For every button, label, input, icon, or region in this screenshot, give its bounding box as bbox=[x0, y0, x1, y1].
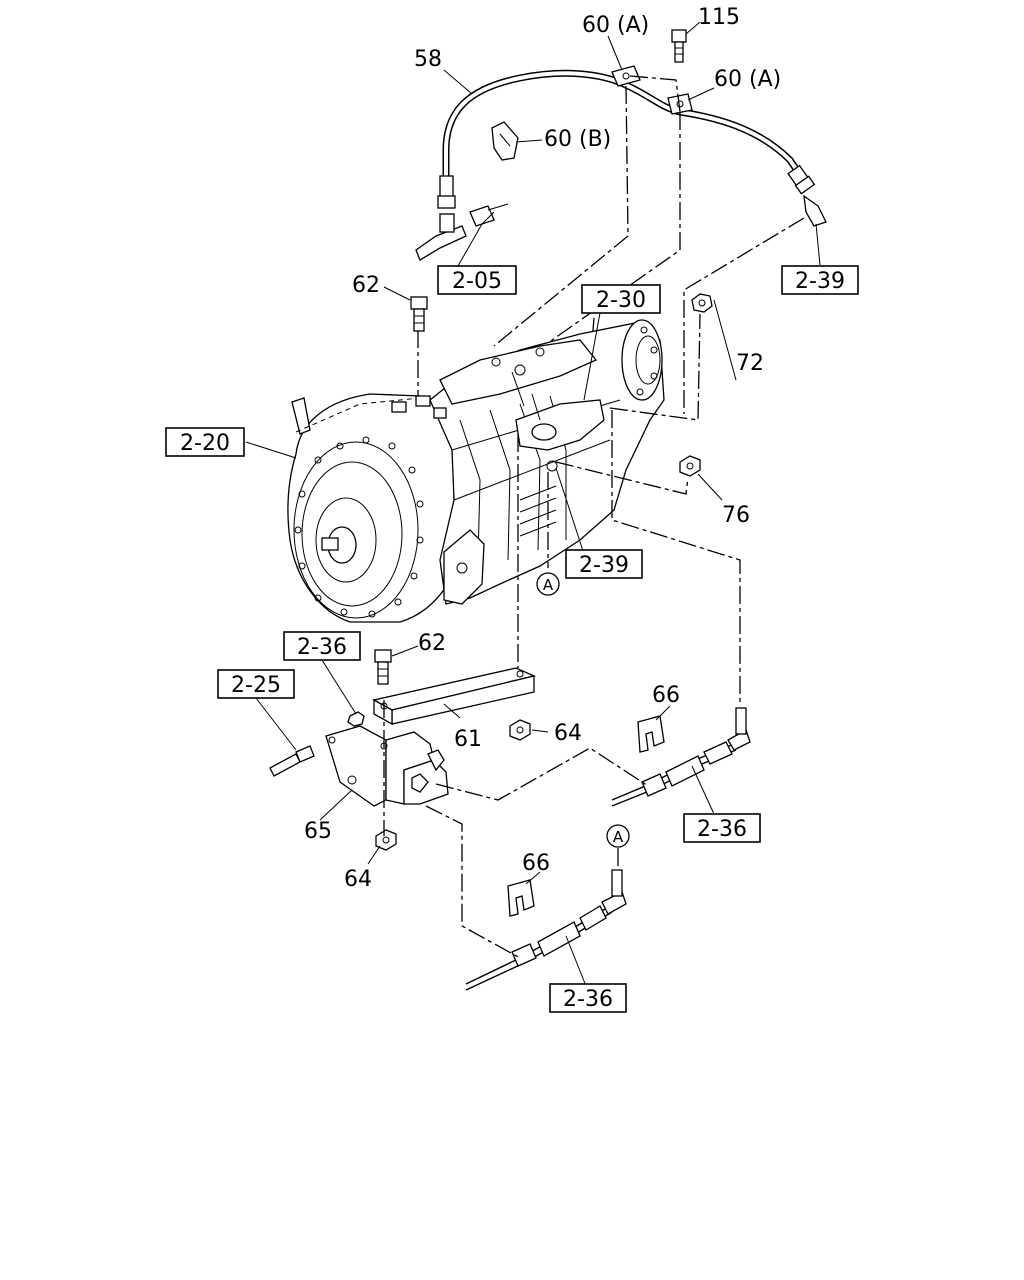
nut-72 bbox=[691, 293, 713, 313]
transmission-assembly bbox=[287, 319, 665, 623]
marker-a-lower-label: A bbox=[613, 828, 624, 846]
nut-76 bbox=[679, 455, 701, 477]
ref-box-2-20: 2-20 bbox=[165, 427, 245, 457]
ref-2-20-label: 2-20 bbox=[180, 431, 230, 456]
ref-box-2-05: 2-05 bbox=[437, 265, 517, 295]
ref-2-39-mid-label: 2-39 bbox=[579, 553, 629, 578]
ref-2-05-label: 2-05 bbox=[452, 269, 502, 294]
tee-fitting bbox=[415, 203, 509, 261]
ref-2-25-label: 2-25 bbox=[231, 673, 281, 698]
ref-2-39-top-label: 2-39 bbox=[795, 269, 845, 294]
ref-box-2-36-bottom: 2-36 bbox=[549, 983, 627, 1013]
callout-66-bottom: 66 bbox=[522, 851, 550, 876]
callout-60a-right: 60 (A) bbox=[714, 67, 781, 92]
cable-lower bbox=[465, 869, 627, 991]
callout-64-right: 64 bbox=[554, 721, 582, 746]
clip-66-right bbox=[637, 715, 665, 753]
callout-60a-left: 60 (A) bbox=[582, 13, 649, 38]
washer-2-36 bbox=[347, 711, 365, 727]
callout-62-top: 62 bbox=[352, 273, 380, 298]
ref-box-2-36-right: 2-36 bbox=[683, 813, 761, 843]
callout-61: 61 bbox=[454, 727, 482, 752]
bolt-62-bottom bbox=[374, 649, 392, 685]
bell-bolts bbox=[294, 436, 424, 618]
marker-a-upper-label: A bbox=[543, 576, 554, 594]
bolt-115 bbox=[671, 29, 687, 63]
callout-58: 58 bbox=[414, 47, 442, 72]
ref-box-2-30: 2-30 bbox=[581, 284, 661, 314]
marker-a-upper: A bbox=[536, 572, 560, 596]
callout-76: 76 bbox=[722, 503, 750, 528]
nut-64-right bbox=[509, 719, 531, 741]
ref-box-2-39-mid: 2-39 bbox=[565, 549, 643, 579]
callout-66-right: 66 bbox=[652, 683, 680, 708]
bracket-bar-61 bbox=[372, 667, 537, 726]
ref-box-2-25: 2-25 bbox=[217, 669, 295, 699]
bracket-65 bbox=[325, 725, 449, 807]
ref-2-36-bottom-label: 2-36 bbox=[563, 987, 613, 1012]
marker-a-lower: A bbox=[606, 824, 630, 848]
clip-66-lower bbox=[507, 879, 535, 917]
ref-2-36-left-label: 2-36 bbox=[297, 635, 347, 660]
clamp-60a-left bbox=[611, 65, 641, 87]
callout-65: 65 bbox=[304, 819, 332, 844]
callout-115: 115 bbox=[698, 5, 740, 30]
stud-2-25 bbox=[269, 745, 315, 777]
ref-box-2-36-left: 2-36 bbox=[283, 631, 361, 661]
clamp-60a-right bbox=[667, 93, 693, 115]
ref-box-2-39-top: 2-39 bbox=[781, 265, 859, 295]
bolt-62-top bbox=[410, 296, 428, 332]
ref-2-36-right-label: 2-36 bbox=[697, 817, 747, 842]
ref-2-30-label: 2-30 bbox=[596, 288, 646, 313]
callout-72: 72 bbox=[736, 351, 764, 376]
nut-64-bottom bbox=[375, 829, 397, 851]
elbow-fitting bbox=[803, 194, 827, 227]
clip-60b bbox=[491, 121, 519, 161]
callout-64-bottom: 64 bbox=[344, 867, 372, 892]
callout-62-bottom: 62 bbox=[418, 631, 446, 656]
callout-60b: 60 (B) bbox=[544, 127, 611, 152]
cable-right bbox=[611, 707, 751, 807]
